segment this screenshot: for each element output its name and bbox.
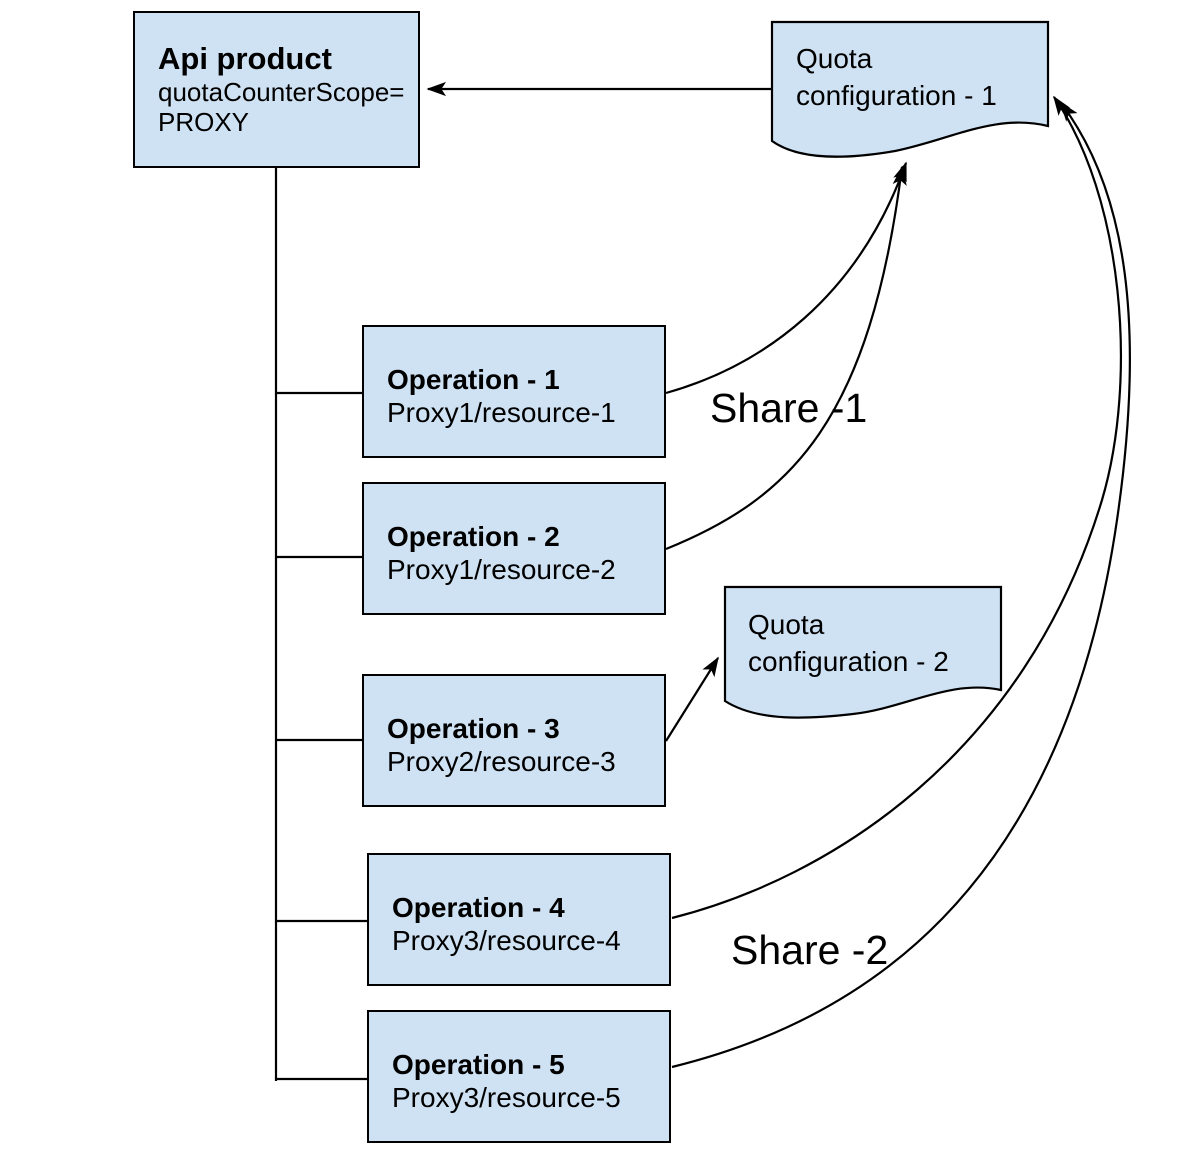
operation-1-subtitle: Proxy1/resource-1 (387, 397, 616, 428)
operation-3-subtitle: Proxy2/resource-3 (387, 746, 616, 777)
quota-config-1-line1: Quota (796, 43, 873, 74)
curve-op1-to-quota1 (665, 161, 908, 395)
curve-op4-to-quota1 (671, 95, 1122, 920)
share-2-label: Share -2 (731, 927, 889, 973)
quota-config-2-doc (723, 585, 1003, 719)
quota-config-1-doc (770, 20, 1050, 158)
curve-op2-to-quota1 (665, 165, 907, 551)
api-product-scope-line2: PROXY (158, 107, 250, 137)
quota-config-1-line2: configuration - 1 (796, 80, 997, 111)
operation-box-3: Operation - 3 Proxy2/resource-3 (362, 674, 666, 807)
operation-box-1: Operation - 1 Proxy1/resource-1 (362, 325, 666, 458)
operation-5-title: Operation - 5 (392, 1049, 565, 1080)
curve-op5-to-quota1 (671, 101, 1131, 1069)
quota-config-1-label: Quota configuration - 1 (796, 40, 1046, 114)
operation-box-4: Operation - 4 Proxy3/resource-4 (367, 853, 671, 986)
operation-2-title: Operation - 2 (387, 521, 560, 552)
operation-box-5: Operation - 5 Proxy3/resource-5 (367, 1010, 671, 1143)
arrow-op3-to-quota2 (665, 656, 719, 742)
share-1-label: Share -1 (710, 385, 868, 431)
operation-5-subtitle: Proxy3/resource-5 (392, 1082, 621, 1113)
operation-4-subtitle: Proxy3/resource-4 (392, 925, 621, 956)
operation-box-2: Operation - 2 Proxy1/resource-2 (362, 482, 666, 615)
api-product-scope-line1: quotaCounterScope= (158, 77, 405, 107)
quota-config-2-line2: configuration - 2 (748, 646, 949, 677)
operation-1-title: Operation - 1 (387, 364, 560, 395)
operation-2-subtitle: Proxy1/resource-2 (387, 554, 616, 585)
operation-4-title: Operation - 4 (392, 892, 565, 923)
api-product-title: Api product (158, 41, 332, 76)
quota-config-2-line1: Quota (748, 609, 825, 640)
operation-3-title: Operation - 3 (387, 713, 560, 744)
quota-config-2-label: Quota configuration - 2 (748, 606, 998, 680)
api-product-box: Api product quotaCounterScope= PROXY (133, 11, 420, 168)
